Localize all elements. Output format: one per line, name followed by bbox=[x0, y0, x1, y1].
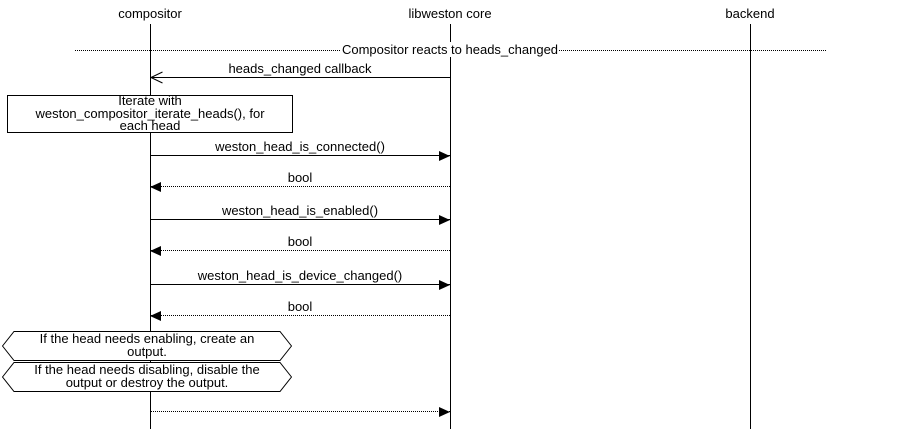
note-text-line: weston_compositor_iterate_heads(), for bbox=[35, 105, 265, 121]
condition-note: If the head needs disabling, disable the… bbox=[2, 362, 292, 392]
message-line bbox=[150, 250, 450, 251]
message-line bbox=[150, 155, 450, 156]
message-label: weston_head_is_device_changed() bbox=[197, 268, 403, 283]
lifeline-backend bbox=[750, 24, 751, 429]
note-text-line: Iterate with bbox=[118, 93, 182, 109]
message-line bbox=[150, 315, 450, 316]
arrowhead-filled-icon bbox=[150, 311, 161, 321]
arrowhead-filled-icon bbox=[150, 246, 161, 256]
note-text-line: If the head needs disabling, disable the bbox=[34, 362, 260, 378]
message-label: weston_head_is_enabled() bbox=[221, 203, 379, 218]
arrowhead-filled-icon bbox=[439, 280, 450, 290]
lifeline-libweston-core bbox=[450, 24, 451, 429]
divider-title: Compositor reacts to heads_changed bbox=[340, 42, 560, 57]
note-text-line: If the head needs enabling, create an bbox=[39, 331, 255, 347]
lifeline-compositor bbox=[150, 24, 151, 429]
note-text-line: output. bbox=[127, 344, 167, 359]
note-text-line: output or destroy the output. bbox=[65, 375, 229, 390]
arrowhead-filled-icon bbox=[439, 151, 450, 161]
hexagon-note-shape bbox=[2, 331, 292, 361]
message-line bbox=[150, 186, 450, 187]
message-label: heads_changed callback bbox=[228, 61, 372, 76]
message-label: bool bbox=[287, 170, 313, 185]
arrowhead-filled-icon bbox=[150, 182, 161, 192]
message-line bbox=[150, 219, 450, 220]
arrowhead-filled-icon bbox=[439, 215, 450, 225]
participant-label-libweston-core: libweston core bbox=[408, 6, 492, 21]
message-line bbox=[150, 411, 450, 412]
note-text-line: each head bbox=[119, 118, 181, 134]
participant-label-compositor: compositor bbox=[118, 6, 182, 21]
message-label: bool bbox=[287, 234, 313, 249]
message-line bbox=[150, 284, 450, 285]
hexagon-note-shape bbox=[2, 362, 292, 392]
message-label: weston_head_is_connected() bbox=[215, 139, 385, 154]
participant-label-backend: backend bbox=[725, 6, 775, 21]
message-label: bool bbox=[287, 299, 313, 314]
arrowhead-filled-icon bbox=[439, 407, 450, 417]
arrowhead-open-icon bbox=[150, 71, 163, 84]
message-line bbox=[150, 77, 450, 78]
